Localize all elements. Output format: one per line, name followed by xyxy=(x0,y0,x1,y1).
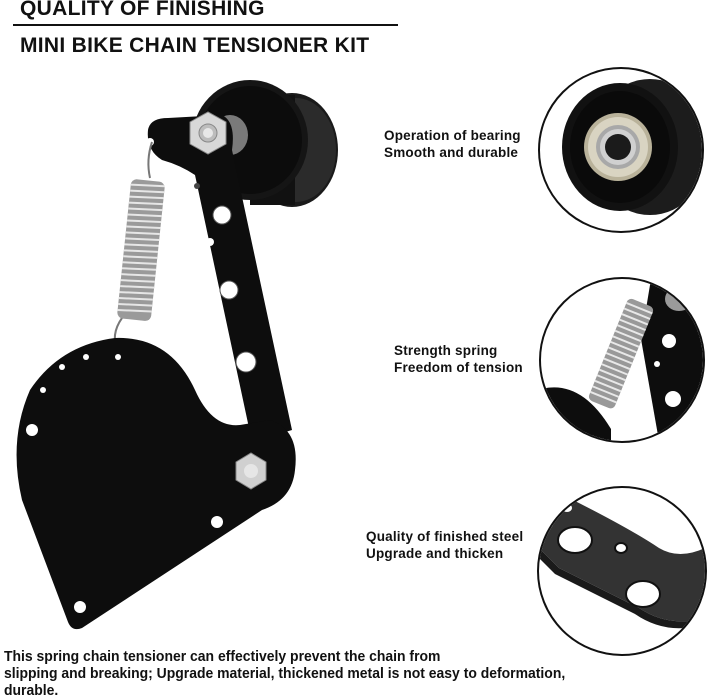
mounting-plate-icon xyxy=(16,337,296,630)
steel-plate-icon xyxy=(539,498,705,629)
detail-circle-steel xyxy=(537,486,707,656)
description-line3: durable. xyxy=(4,682,59,699)
callout-spring-line1: Strength spring xyxy=(394,343,498,358)
callout-bearing-label: Operation of bearing Smooth and durable xyxy=(384,127,521,161)
detail-circle-bearing xyxy=(538,67,704,233)
bearing-roller-icon xyxy=(562,79,702,215)
callout-bearing-line1: Operation of bearing xyxy=(384,128,521,143)
callout-steel-label: Quality of finished steel Upgrade and th… xyxy=(366,528,523,562)
callout-spring-label: Strength spring Freedom of tension xyxy=(394,342,523,376)
spring-detail-icon xyxy=(541,279,703,441)
callout-spring-line2: Freedom of tension xyxy=(394,360,523,375)
callout-steel-line1: Quality of finished steel xyxy=(366,529,524,544)
hex-bolt-icon xyxy=(189,111,227,155)
heading-divider xyxy=(13,24,398,26)
detail-circle-spring xyxy=(539,277,705,443)
heading-quality-of-finishing: QUALITY OF FINISHING xyxy=(20,0,265,20)
product-image-chain-tensioner xyxy=(0,60,360,650)
description-line2: slipping and breaking; Upgrade material,… xyxy=(4,665,566,682)
product-description: This spring chain tensioner can effectiv… xyxy=(4,648,655,699)
heading-product-title: MINI BIKE CHAIN TENSIONER KIT xyxy=(20,34,370,57)
pivot-bolt-icon xyxy=(235,452,267,490)
extension-spring-icon xyxy=(113,141,165,353)
callout-bearing-line2: Smooth and durable xyxy=(384,145,519,160)
callout-steel-line2: Upgrade and thicken xyxy=(366,546,504,561)
description-line1: This spring chain tensioner can effectiv… xyxy=(4,648,441,665)
